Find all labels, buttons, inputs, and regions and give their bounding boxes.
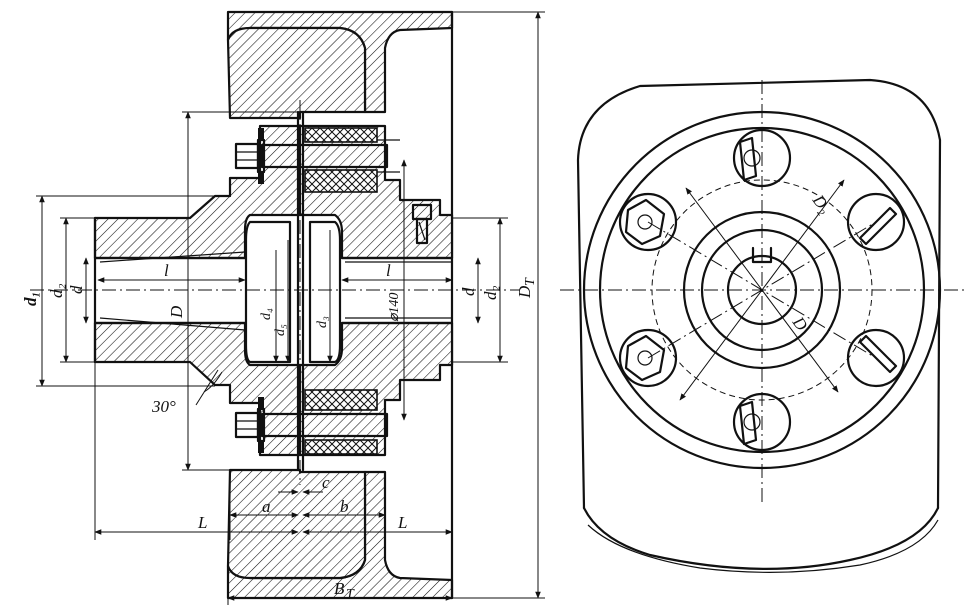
left-hub bbox=[93, 124, 302, 457]
label-d2-right: d₂ bbox=[481, 286, 500, 301]
svg-text:T: T bbox=[346, 587, 355, 602]
svg-text:T: T bbox=[523, 277, 538, 286]
label-d3: d₃ bbox=[315, 316, 330, 328]
label-DT: D T bbox=[515, 277, 538, 299]
bolt-hole-upper-left bbox=[618, 192, 678, 252]
label-d2-left: d₂ bbox=[47, 284, 66, 299]
upper-pin bbox=[234, 127, 400, 193]
label-BT: B T bbox=[334, 579, 355, 602]
label-l-left: l bbox=[164, 261, 169, 280]
label-d-left: d bbox=[67, 285, 86, 294]
label-L-right: L bbox=[397, 513, 407, 532]
bolt-hole-lower-left bbox=[618, 328, 678, 388]
label-D-front: D bbox=[788, 312, 812, 334]
housing-outline bbox=[576, 78, 942, 510]
label-c: c bbox=[322, 473, 330, 492]
label-dia140: ⌀140 bbox=[387, 293, 402, 322]
label-D: D bbox=[167, 305, 186, 319]
label-d-right: d bbox=[459, 287, 478, 296]
bolt-hole-upper-right bbox=[846, 192, 906, 252]
label-d5: d₅ bbox=[273, 324, 288, 336]
label-l-right: l bbox=[386, 261, 391, 280]
svg-text:B: B bbox=[334, 579, 345, 598]
brake-drum bbox=[226, 10, 454, 600]
label-a: a bbox=[262, 497, 271, 516]
label-d4: d₄ bbox=[259, 308, 274, 320]
label-30deg: 30° bbox=[151, 397, 176, 416]
section-view: d₁ d₂ d D l l d₄ d₅ d₃ ⌀140 d d₂ D T c a… bbox=[21, 10, 545, 605]
label-D2: D₂ bbox=[808, 190, 835, 217]
set-screw bbox=[411, 203, 433, 245]
front-view: D₂ D bbox=[560, 78, 965, 573]
lower-pin bbox=[234, 389, 389, 455]
label-L-left: L bbox=[197, 513, 207, 532]
label-d1: d₁ bbox=[21, 292, 40, 306]
bolt-hole-lower-right bbox=[846, 328, 906, 388]
svg-text:D: D bbox=[515, 285, 534, 299]
label-b: b bbox=[340, 497, 349, 516]
